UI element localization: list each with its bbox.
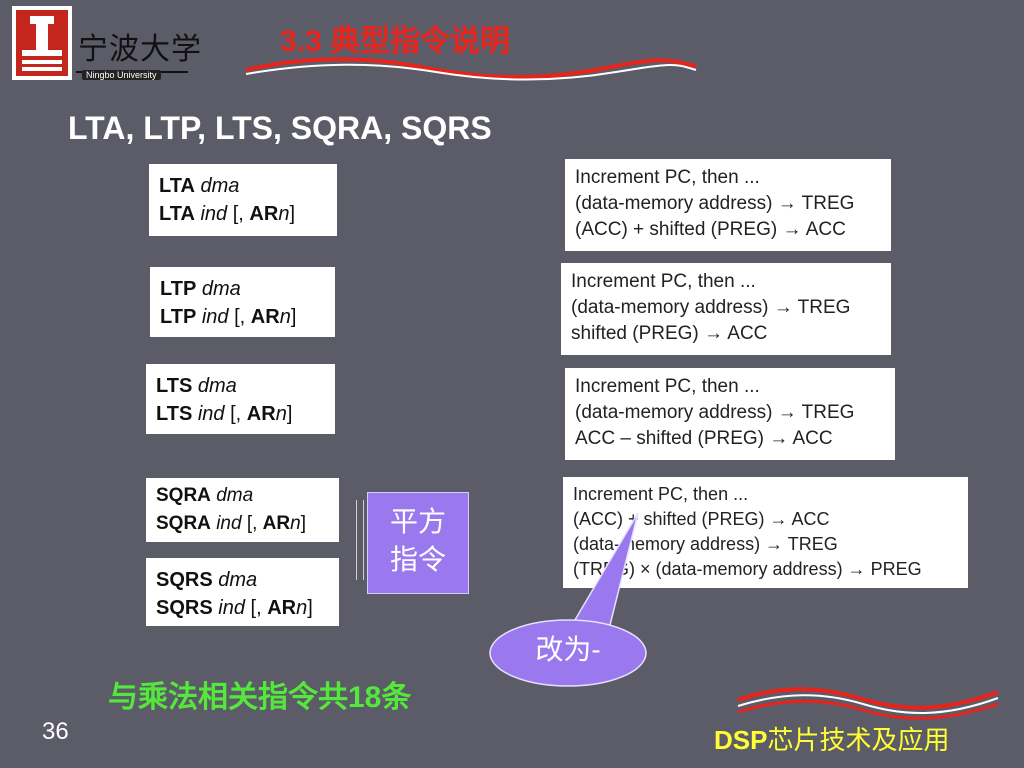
square-instruction-note: 平方 指令 [367, 492, 469, 594]
university-name-en: Ningbo University [82, 70, 161, 80]
university-logo [12, 6, 188, 80]
instruction-box-lta: LTA dma LTA ind [, ARn] [149, 164, 337, 236]
description-box-lts: Increment PC, then ... (data-memory addr… [565, 368, 895, 460]
instruction-box-sqrs: SQRS dma SQRS ind [, ARn] [146, 558, 339, 626]
course-footer: DSP芯片技术及应用 [714, 725, 950, 755]
footer-wave-decoration [737, 687, 999, 720]
university-name-cn: 宁波大学 [78, 32, 202, 67]
square-bracket-divider [356, 500, 364, 580]
callout-pointer [570, 512, 639, 626]
slide-title: 3.3 典型指令说明 [280, 25, 511, 58]
description-box-ltp: Increment PC, then ... (data-memory addr… [561, 263, 891, 355]
page-number: 36 [42, 718, 69, 745]
instruction-heading: LTA, LTP, LTS, SQRA, SQRS [68, 110, 492, 146]
title-wave-decoration [245, 57, 697, 81]
instruction-box-lts: LTS dma LTS ind [, ARn] [146, 364, 335, 434]
instruction-box-ltp: LTP dma LTP ind [, ARn] [150, 267, 335, 337]
description-box-lta: Increment PC, then ... (data-memory addr… [565, 159, 891, 251]
callout-bubble [489, 619, 647, 687]
instruction-box-sqra: SQRA dma SQRA ind [, ARn] [146, 478, 339, 542]
description-box-sqra: Increment PC, then ... (ACC) + shifted (… [563, 477, 968, 588]
multiplication-summary: 与乘法相关指令共18条 [108, 681, 412, 714]
callout-text: 改为- [535, 634, 601, 665]
